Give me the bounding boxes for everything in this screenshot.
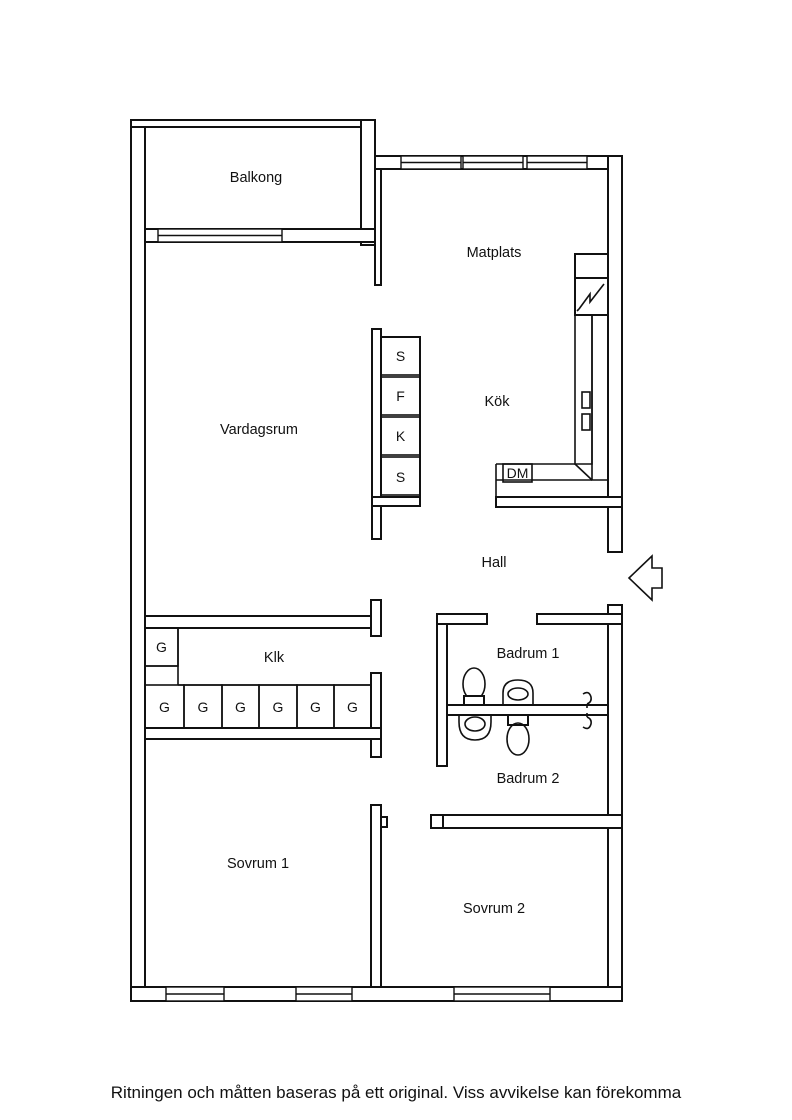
sink-icon bbox=[458, 714, 492, 741]
wardrobe-g-label: G bbox=[159, 699, 170, 715]
room-label-klk: Klk bbox=[264, 650, 285, 666]
room-label-badrum-1: Badrum 1 bbox=[497, 646, 560, 662]
appliance-dm-label: DM bbox=[507, 465, 529, 481]
appliance-s-top-label: S bbox=[396, 348, 405, 364]
kitchen-appliance-column: S F K S bbox=[371, 336, 421, 507]
room-label-badrum-2: Badrum 2 bbox=[497, 771, 560, 787]
tap-icon bbox=[582, 691, 592, 730]
toilet-icon bbox=[506, 714, 530, 756]
room-label-hall: Hall bbox=[482, 555, 507, 571]
appliance-f-label: F bbox=[396, 388, 405, 404]
room-label-kok: Kök bbox=[485, 394, 511, 410]
stove-icon bbox=[574, 277, 609, 316]
cabinet-s-bottom bbox=[380, 456, 421, 496]
sink-icon bbox=[502, 679, 534, 706]
wardrobe-g-label: G bbox=[347, 699, 358, 715]
wardrobe-g-label: G bbox=[198, 699, 209, 715]
wardrobe-g-label: G bbox=[310, 699, 321, 715]
windows bbox=[165, 155, 588, 1002]
room-label-vardagsrum: Vardagsrum bbox=[220, 422, 298, 438]
toilet-icon bbox=[462, 667, 486, 706]
wardrobe-g-label: G bbox=[235, 699, 246, 715]
wardrobe-g-label: G bbox=[273, 699, 284, 715]
room-label-sovrum-2: Sovrum 2 bbox=[463, 901, 525, 917]
cabinet-f bbox=[380, 376, 421, 416]
balcony-wall bbox=[144, 228, 376, 243]
entrance-arrow-icon bbox=[627, 554, 663, 602]
room-label-balkong: Balkong bbox=[230, 170, 282, 186]
appliance-s-bottom-label: S bbox=[396, 469, 405, 485]
room-label-sovrum-1: Sovrum 1 bbox=[227, 856, 289, 872]
cabinet-k bbox=[380, 416, 421, 456]
kitchen-counter: DM bbox=[495, 253, 609, 497]
bathroom-fixtures bbox=[458, 667, 592, 756]
wardrobes: G G G G G G G bbox=[144, 627, 372, 729]
interior-walls bbox=[144, 168, 623, 988]
wardrobe-g-label: G bbox=[156, 639, 167, 655]
room-label-matplats: Matplats bbox=[467, 245, 522, 261]
appliance-k-label: K bbox=[396, 428, 406, 444]
dishwasher bbox=[502, 463, 533, 483]
disclaimer-text: Ritningen och måtten baseras på ett orig… bbox=[110, 1083, 682, 1102]
room-labels: Balkong Matplats Kök Vardagsrum Hall Klk… bbox=[220, 170, 559, 917]
cabinet-s-top bbox=[380, 336, 421, 376]
